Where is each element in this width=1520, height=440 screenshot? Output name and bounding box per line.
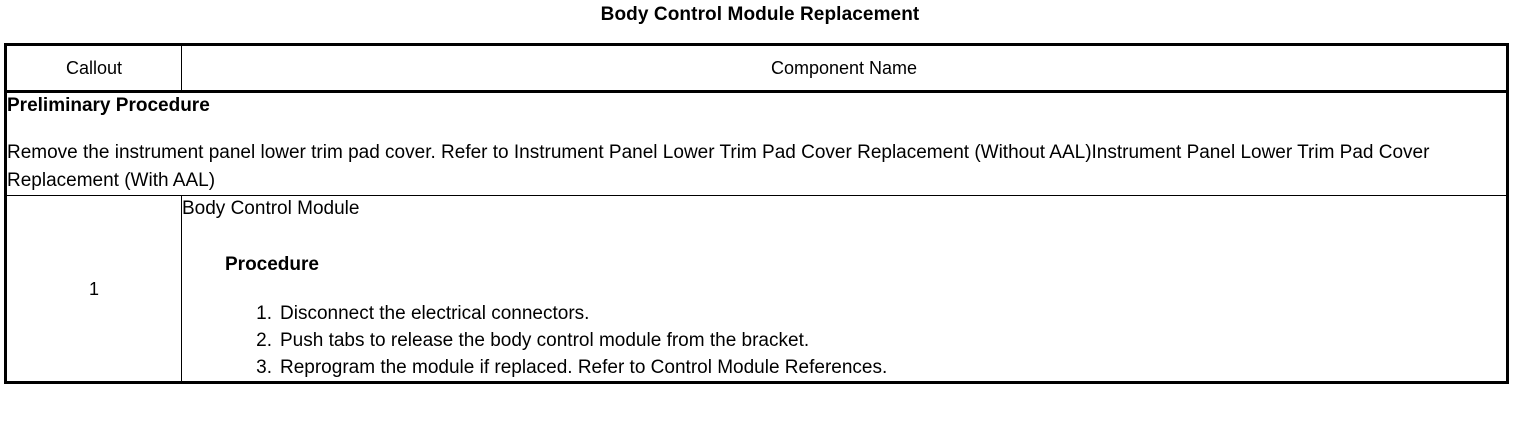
preliminary-procedure-heading: Preliminary Procedure: [7, 95, 210, 116]
callout-number: 1: [5, 195, 182, 383]
preliminary-procedure-cell: Preliminary Procedure Remove the instrum…: [5, 91, 1508, 196]
table-header-row: Callout Component Name: [5, 44, 1508, 93]
table-row: 1 Body Control Module Procedure 1. Disco…: [5, 195, 1508, 383]
procedure-table: Callout Component Name Preliminary Proce…: [4, 43, 1509, 384]
component-name-text: Body Control Module: [182, 198, 360, 219]
procedure-step-list: 1. Disconnect the electrical connectors.…: [182, 300, 1506, 381]
step-number: 3.: [256, 357, 272, 378]
step-text: Push tabs to release the body control mo…: [280, 330, 810, 351]
procedure-heading: Procedure: [225, 254, 319, 275]
preliminary-procedure-text: Remove the instrument panel lower trim p…: [7, 142, 1430, 191]
step-text: Disconnect the electrical connectors.: [280, 303, 590, 324]
table-body: Preliminary Procedure Remove the instrum…: [5, 91, 1508, 383]
step-text: Reprogram the module if replaced. Refer …: [280, 357, 888, 378]
page-title: Body Control Module Replacement: [600, 4, 920, 25]
list-item: 3. Reprogram the module if replaced. Ref…: [246, 354, 1506, 381]
table-header: Callout Component Name: [5, 44, 1508, 93]
step-number: 2.: [256, 330, 272, 351]
step-number: 1.: [256, 303, 272, 324]
list-item: 1. Disconnect the electrical connectors.: [246, 300, 1506, 327]
column-header-callout: Callout: [5, 44, 182, 93]
table-row-preliminary: Preliminary Procedure Remove the instrum…: [5, 91, 1508, 196]
column-header-component-name: Component Name: [181, 44, 1508, 93]
component-details-cell: Body Control Module Procedure 1. Disconn…: [181, 195, 1508, 383]
list-item: 2. Push tabs to release the body control…: [246, 327, 1506, 354]
